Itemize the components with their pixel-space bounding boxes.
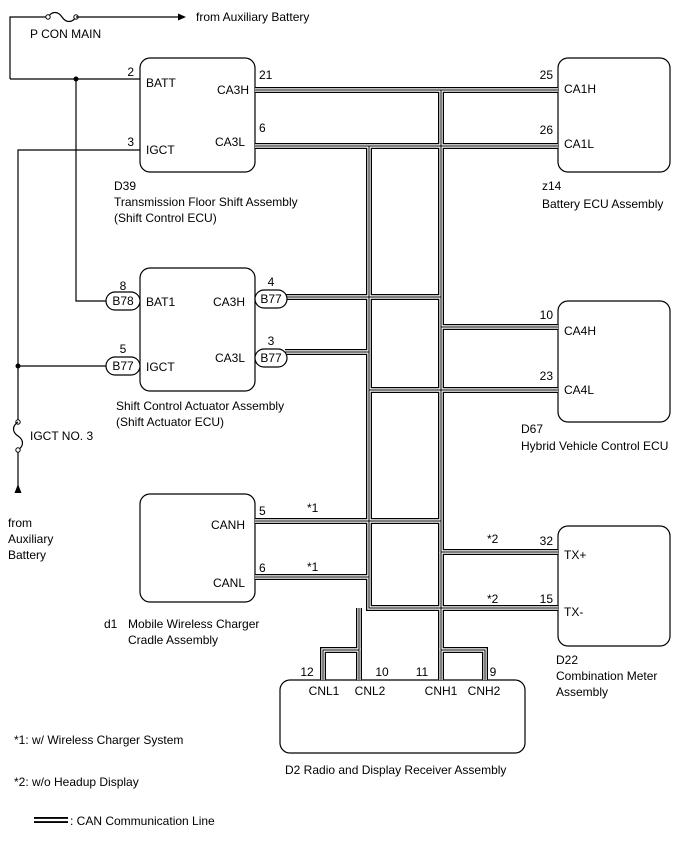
pin-bat1: BAT1 bbox=[146, 295, 175, 309]
from-aux-battery-bottom-3: Battery bbox=[8, 548, 46, 562]
charger-box bbox=[139, 493, 256, 603]
pin-ca3l: CA3L bbox=[215, 135, 245, 149]
pin-number-canl: 6 bbox=[259, 561, 266, 575]
shift-ecu-box bbox=[139, 57, 256, 173]
from-aux-battery-top: from Auxiliary Battery bbox=[196, 10, 309, 24]
connector-b77-igct: B77 bbox=[105, 356, 141, 376]
meter-code: D22 bbox=[556, 653, 578, 667]
can-line-segment bbox=[320, 647, 362, 680]
shift-ecu-code: D39 bbox=[114, 179, 136, 193]
pin-canl: CANL bbox=[213, 576, 245, 590]
meter-box bbox=[557, 525, 671, 647]
can-line-segment bbox=[321, 648, 361, 680]
pin-igct-act: IGCT bbox=[146, 360, 175, 374]
fuse-igct-no3: IGCT NO. 3 bbox=[30, 429, 93, 443]
pin-number-ca3h-act: 4 bbox=[268, 275, 275, 289]
pin-ca3h: CA3H bbox=[217, 83, 249, 97]
pin-cnl2: CNL2 bbox=[355, 684, 386, 698]
shift-ecu-name: Transmission Floor Shift Assembly bbox=[114, 195, 298, 209]
pin-ca1h: CA1H bbox=[564, 82, 596, 96]
can-line-segment bbox=[438, 647, 488, 680]
connector-label: B77 bbox=[260, 292, 282, 306]
pin-number-canh: 5 bbox=[259, 504, 266, 518]
pin-number-igct-act: 5 bbox=[120, 342, 127, 356]
legend-can-line: : CAN Communication Line bbox=[70, 814, 215, 828]
pin-cnh1: CNH1 bbox=[425, 684, 458, 698]
pin-number-ca3h: 21 bbox=[259, 68, 273, 82]
pin-cnl1: CNL1 bbox=[309, 684, 340, 698]
can-line-segment bbox=[439, 648, 487, 680]
legend-note-2: *2: w/o Headup Display bbox=[14, 775, 139, 789]
pin-igct: IGCT bbox=[146, 143, 175, 157]
connector-b77-ca3l: B77 bbox=[254, 348, 288, 368]
note-txp: *2 bbox=[487, 532, 499, 546]
charger-code: d1 bbox=[104, 617, 118, 631]
pin-txm: TX- bbox=[564, 605, 583, 619]
can-bus bbox=[255, 87, 558, 680]
can-line-segment bbox=[368, 146, 558, 609]
can-line-segment bbox=[322, 649, 360, 680]
charger-sub: Cradle Assembly bbox=[128, 633, 218, 647]
battery-ecu-code: z14 bbox=[542, 179, 562, 193]
hv-ecu-code: D67 bbox=[521, 422, 543, 436]
note-canl: *1 bbox=[307, 560, 319, 574]
can-line-segment bbox=[440, 649, 486, 680]
hv-ecu-box bbox=[557, 300, 671, 423]
meter-name: Combination Meter bbox=[556, 669, 657, 683]
battery-ecu-name: Battery ECU Assembly bbox=[542, 197, 663, 211]
power-wiring bbox=[9, 11, 186, 493]
from-aux-battery-bottom-2: Auxiliary bbox=[8, 532, 53, 546]
pin-number-cnl1: 12 bbox=[300, 665, 314, 679]
pin-number-cnh2: 9 bbox=[490, 665, 497, 679]
connector-b77-ca3h: B77 bbox=[254, 289, 288, 309]
pin-txp: TX+ bbox=[564, 548, 586, 562]
connector-label: B77 bbox=[112, 359, 134, 373]
pin-number-cnl2: 10 bbox=[375, 665, 389, 679]
pin-number-igct: 3 bbox=[127, 135, 134, 149]
actuator-box bbox=[139, 267, 256, 392]
charger-name: Mobile Wireless Charger bbox=[128, 617, 259, 631]
pin-number-ca1h: 25 bbox=[540, 68, 554, 82]
pin-number-cnh1: 11 bbox=[416, 665, 429, 679]
pin-ca4l: CA4L bbox=[564, 383, 594, 397]
meter-sub: Assembly bbox=[556, 685, 608, 699]
connector-label: B78 bbox=[112, 294, 134, 308]
radio-box bbox=[279, 679, 526, 754]
pin-ca3h-act: CA3H bbox=[213, 295, 245, 309]
note-txm: *2 bbox=[487, 592, 499, 606]
connector-label: B77 bbox=[260, 351, 282, 365]
connector-b78-bat1: B78 bbox=[105, 291, 141, 311]
pin-ca3l-act: CA3L bbox=[215, 351, 245, 365]
pin-number-bat1: 8 bbox=[120, 279, 127, 293]
pin-number-ca4h: 10 bbox=[540, 308, 554, 322]
hv-ecu-name: Hybrid Vehicle Control ECU bbox=[521, 439, 668, 453]
fuse-p-con-main: P CON MAIN bbox=[30, 27, 101, 41]
pin-number-txm: 15 bbox=[540, 592, 554, 606]
from-aux-battery-bottom-1: from bbox=[8, 516, 32, 530]
pin-ca4h: CA4H bbox=[564, 324, 596, 338]
pin-number-ca4l: 23 bbox=[540, 369, 554, 383]
note-canh: *1 bbox=[307, 501, 319, 515]
can-line-segment bbox=[367, 146, 558, 610]
actuator-sub: (Shift Actuator ECU) bbox=[116, 415, 224, 429]
pin-canh: CANH bbox=[211, 518, 245, 532]
pin-number-batt: 2 bbox=[127, 65, 134, 79]
pin-cnh2: CNH2 bbox=[468, 684, 501, 698]
pin-ca1l: CA1L bbox=[564, 137, 594, 151]
pin-number-ca3l: 6 bbox=[259, 121, 266, 135]
pin-number-txp: 32 bbox=[540, 534, 554, 548]
pin-number-ca3l-act: 3 bbox=[268, 334, 275, 348]
battery-ecu-box bbox=[557, 57, 671, 173]
legend-note-1: *1: w/ Wireless Charger System bbox=[14, 733, 183, 747]
radio-name: D2 Radio and Display Receiver Assembly bbox=[285, 763, 506, 777]
actuator-name: Shift Control Actuator Assembly bbox=[116, 399, 284, 413]
pin-number-ca1l: 26 bbox=[540, 123, 554, 137]
can-line-segment bbox=[366, 146, 558, 611]
shift-ecu-sub: (Shift Control ECU) bbox=[114, 211, 217, 225]
pin-batt: BATT bbox=[146, 76, 176, 90]
